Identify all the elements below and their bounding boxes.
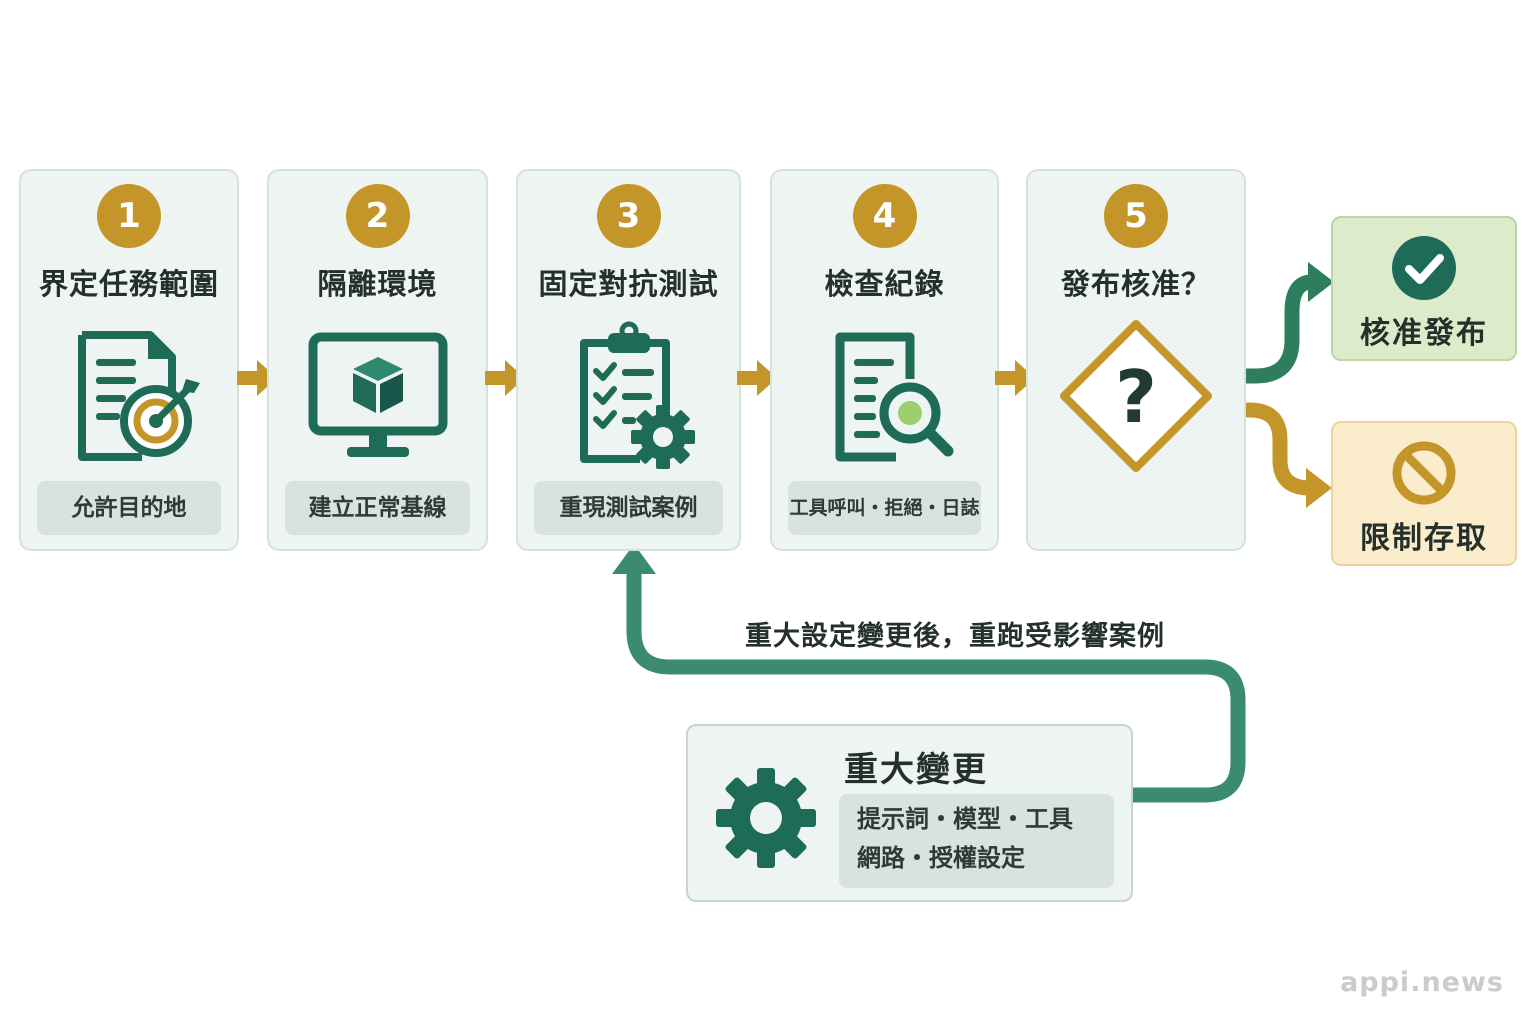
gear-icon (716, 768, 816, 868)
step-card-2: 2 隔離環境 建立正常基線 (267, 169, 488, 551)
step-pill: 重現測試案例 (534, 481, 723, 535)
change-line: 提示詞・模型・工具 (857, 805, 1073, 833)
major-change-box: 重大變更 提示詞・模型・工具 網路・授權設定 (686, 724, 1133, 902)
major-change-title: 重大變更 (844, 750, 988, 790)
arrow-right-icon (995, 360, 1035, 396)
step-card-1: 1 界定任務範圍 允許目的地 (19, 169, 239, 551)
document-magnifier-icon (835, 332, 953, 462)
question-diamond-icon: ? (1060, 320, 1212, 472)
step-title: 隔離環境 (317, 267, 438, 301)
monitor-cube-icon (308, 332, 447, 457)
step-pill: 工具呼叫・拒絕・日誌 (788, 481, 981, 535)
step-number-badge: 2 (345, 184, 410, 248)
branch-restrict-arrowhead (1306, 468, 1332, 508)
step-number-badge: 5 (1104, 184, 1168, 248)
arrow-right-icon (485, 360, 525, 396)
arrow-right-icon (737, 360, 777, 396)
step-pill: 允許目的地 (37, 481, 221, 535)
change-line: 網路・授權設定 (857, 844, 1025, 872)
approve-outcome-box: 核准發布 (1331, 216, 1517, 361)
step-title: 發布核准？ (1060, 267, 1211, 301)
step-number-badge: 1 (97, 184, 161, 248)
major-change-list: 提示詞・模型・工具 網路・授權設定 (839, 794, 1114, 888)
step-number-badge: 4 (852, 184, 917, 248)
branch-approve-line (1195, 274, 1320, 384)
step-title: 固定對抗測試 (538, 267, 719, 301)
restrict-outcome-box: 限制存取 (1331, 421, 1517, 566)
document-target-icon (78, 331, 200, 461)
restrict-label: 限制存取 (1360, 521, 1488, 556)
feedback-loop-line (626, 572, 1246, 803)
branch-restrict-line (1195, 402, 1318, 496)
clipboard-checklist-gear-icon (579, 321, 695, 469)
step-pill: 建立正常基線 (285, 481, 470, 535)
feedback-loop-label: 重大設定變更後，重跑受影響案例 (745, 621, 1165, 652)
step-title: 檢查紀錄 (824, 267, 945, 301)
feedback-loop-arrowhead (612, 544, 656, 574)
step-card-5: 5 發布核准？ ? (1026, 169, 1246, 551)
branch-approve-arrowhead (1308, 262, 1334, 302)
check-circle-icon (1392, 236, 1456, 300)
step-number-badge: 3 (596, 184, 661, 248)
svg-text:?: ? (1115, 355, 1157, 439)
step-title: 界定任務範圍 (38, 267, 219, 301)
step-card-3: 3 固定對抗測試 (516, 169, 741, 551)
step-card-4: 4 檢查紀錄 工具呼叫・拒絕・日誌 (770, 169, 999, 551)
prohibited-icon (1392, 441, 1456, 505)
approve-label: 核准發布 (1360, 316, 1488, 351)
watermark: appi.news (1340, 967, 1504, 998)
